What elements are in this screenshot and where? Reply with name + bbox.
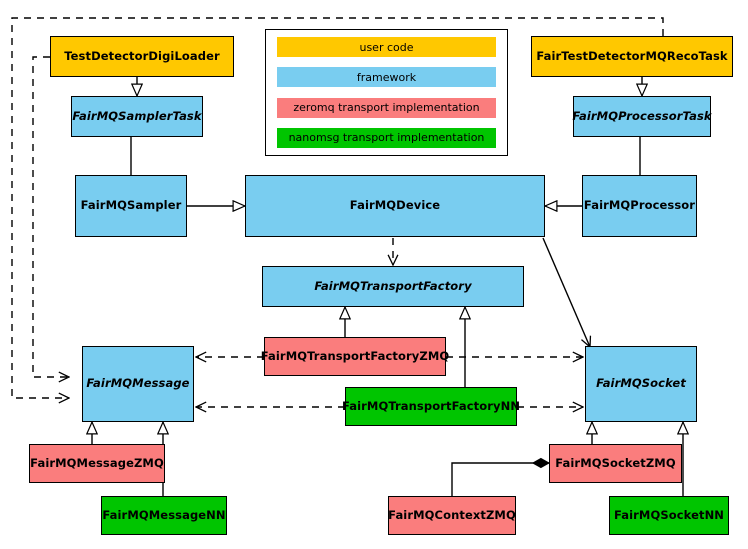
legend-item-framework: framework <box>277 67 496 88</box>
class-box-fairmqsocket[interactable]: FairMQSocket <box>585 346 697 422</box>
class-box-fairmqtransportfactoryzmq[interactable]: FairMQTransportFactoryZMQ <box>261 337 449 376</box>
legend-label-framework: framework <box>356 70 417 84</box>
legend-item-zeromq: zeromq transport implementation <box>277 97 496 118</box>
legend-label-user-code: user code <box>359 40 414 54</box>
edge-device-to-socket <box>542 237 590 347</box>
class-box-fairmqmessagenn[interactable]: FairMQMessageNN <box>101 496 227 535</box>
class-box-fairmqdevice[interactable]: FairMQDevice <box>245 175 545 237</box>
class-box-testdetectordigiloader[interactable]: TestDetectorDigiLoader <box>50 36 234 77</box>
class-box-fairmqcontextzmq[interactable]: FairMQContextZMQ <box>388 496 516 535</box>
class-box-fairmqsocketnn[interactable]: FairMQSocketNN <box>609 496 729 535</box>
class-box-fairmqsampler[interactable]: FairMQSampler <box>75 175 187 237</box>
class-box-fairmqsamplertask[interactable]: FairMQSamplerTask <box>71 96 203 137</box>
legend-label-zeromq: zeromq transport implementation <box>293 101 480 115</box>
class-box-fairmqmessagezmq[interactable]: FairMQMessageZMQ <box>29 444 165 483</box>
legend-item-user-code: user code <box>277 37 496 57</box>
legend-panel: user code framework zeromq transport imp… <box>265 29 508 156</box>
class-box-fairmqtransportfactory[interactable]: FairMQTransportFactory <box>262 266 524 307</box>
edge-digiloader-to-message <box>32 56 69 377</box>
class-box-fairmqprocessortask[interactable]: FairMQProcessorTask <box>572 96 712 137</box>
edge-contextzmq-composes-socketzmq <box>451 463 549 496</box>
class-box-fairmqtransportfactorynn[interactable]: FairMQTransportFactoryNN <box>342 387 520 426</box>
legend-item-nanomsg: nanomsg transport implementation <box>277 127 496 148</box>
legend-label-nanomsg: nanomsg transport implementation <box>288 131 485 145</box>
class-box-fairmqmessage[interactable]: FairMQMessage <box>82 346 194 422</box>
class-box-fairtestdetectormqrecotask[interactable]: FairTestDetectorMQRecoTask <box>531 36 733 77</box>
class-box-fairmqsocketzmq[interactable]: FairMQSocketZMQ <box>549 444 682 483</box>
class-box-fairmqprocessor[interactable]: FairMQProcessor <box>582 175 697 237</box>
